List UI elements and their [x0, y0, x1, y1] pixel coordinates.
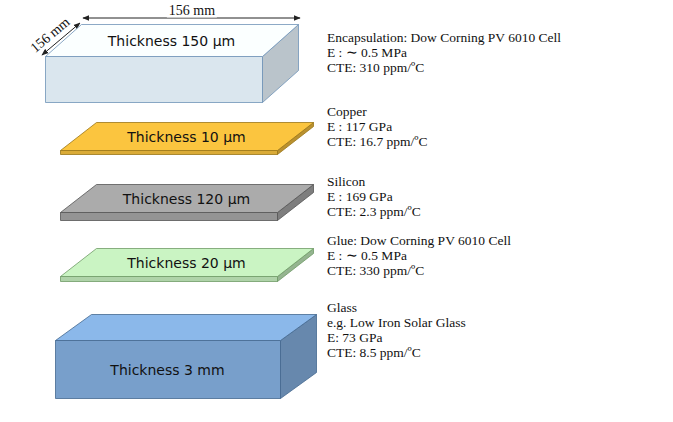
slab-face	[56, 341, 281, 399]
dimension-label: 156 mm	[167, 3, 217, 18]
thickness-label: Thickness 3 mm	[110, 362, 224, 378]
property-label: E : 169 GPa	[327, 189, 393, 204]
copper-layer: Thickness 10 μm	[60, 122, 314, 155]
property-label: CTE: 2.3 ppm/ºC	[327, 204, 421, 219]
silicon-layer: Thickness 120 μm	[60, 184, 314, 221]
glue-layer: Thickness 20 μm	[60, 248, 314, 282]
thickness-label: Thickness 150 μm	[108, 33, 235, 49]
property-label: Encapsulation: Dow Corning PV 6010 Cell	[327, 30, 561, 45]
property-label: CTE: 8.5 ppm/ºC	[327, 345, 421, 360]
slab-shape	[55, 314, 317, 399]
property-label: CTE: 330 ppm/ºC	[327, 263, 424, 278]
slab-face	[46, 57, 263, 103]
slab-face	[46, 25, 299, 57]
thickness-label: Thickness 10 μm	[127, 129, 245, 145]
property-label: CTE: 310 ppm/ºC	[327, 60, 424, 75]
slab-face	[61, 185, 314, 213]
property-label: e.g. Low Iron Solar Glass	[327, 315, 466, 330]
thickness-label: Thickness 120 μm	[123, 191, 250, 207]
slab-face	[61, 213, 278, 221]
slab-face	[56, 315, 317, 341]
thickness-label: Thickness 20 μm	[127, 255, 245, 271]
property-label: E : ∼ 0.5 MPa	[327, 248, 407, 263]
slab-face	[61, 123, 314, 151]
property-label: CTE: 16.7 ppm/ºC	[327, 134, 428, 149]
slab-face	[61, 151, 278, 155]
slab-face	[61, 277, 278, 282]
property-label: Copper	[327, 104, 367, 119]
property-label: E : 117 GPa	[327, 119, 392, 134]
property-label: Silicon	[327, 174, 365, 189]
property-label: Glue: Dow Corning PV 6010 Cell	[327, 233, 511, 248]
slab-face	[61, 249, 314, 277]
property-label: Glass	[327, 300, 357, 315]
encapsulation-layer: Thickness 150 μm	[45, 24, 299, 103]
glass-layer: Thickness 3 mm	[55, 314, 317, 399]
property-label: E : ∼ 0.5 MPa	[327, 45, 407, 60]
property-label: E: 73 GPa	[327, 330, 383, 345]
width-dimension-line	[83, 18, 300, 19]
